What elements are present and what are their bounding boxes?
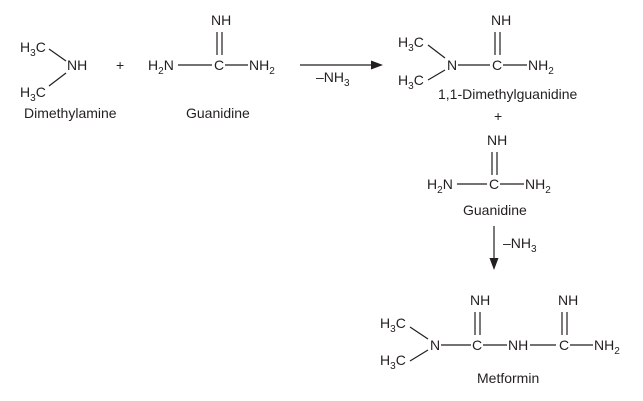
guanidine-1-imine: NH	[211, 12, 231, 28]
arrow-1-condition: –NH3	[316, 69, 350, 89]
dimethylamine-bond-bottom	[48, 72, 67, 87]
guanidine-2-imine: NH	[487, 132, 507, 148]
dimethylamine-name: Dimethylamine	[24, 105, 117, 121]
arrow-2-condition: –NH3	[503, 235, 537, 255]
guanidine-2-carbon: C	[489, 176, 499, 192]
guanidine-2-name: Guanidine	[463, 202, 527, 218]
dimethylamine-structure: H3C NH H3C Dimethylamine	[20, 39, 117, 121]
metformin-carbon-1: C	[472, 337, 482, 353]
metformin-amine-right: NH2	[594, 337, 620, 357]
dimethylamine-bond-top	[48, 48, 67, 62]
guanidine-2-structure: NH H2N C NH2 Guanidine	[427, 132, 551, 218]
plus-sign-1: +	[116, 57, 124, 73]
dimethylamine-methyl-bottom: H3C	[20, 84, 46, 104]
plus-sign-2: +	[494, 108, 502, 124]
guanidine-1-structure: NH H2N C NH2 Guanidine	[148, 12, 275, 121]
metformin-bond-methyl-top	[409, 326, 429, 340]
dimethylamine-methyl-top: H3C	[20, 39, 46, 59]
guanidine-1-carbon: C	[214, 57, 224, 73]
dimethylguanidine-bond-methyl-top	[427, 44, 446, 59]
dimethylguanidine-imine: NH	[491, 12, 511, 28]
guanidine-1-amine-right: NH2	[249, 57, 275, 77]
guanidine-2-amine-right: NH2	[525, 176, 551, 196]
guanidine-1-amine-left: H2N	[148, 57, 174, 77]
dimethylguanidine-methyl-top: H3C	[398, 34, 424, 54]
arrow-1-head	[371, 60, 383, 70]
metformin-methyl-bottom: H3C	[380, 352, 406, 372]
metformin-imine-1: NH	[470, 292, 490, 308]
arrow-2-head	[489, 258, 499, 270]
guanidine-2-amine-left: H2N	[427, 176, 453, 196]
metformin-bond-methyl-bottom	[409, 349, 429, 362]
metformin-name: Metformin	[477, 370, 539, 386]
metformin-imine-2: NH	[558, 292, 578, 308]
dimethylguanidine-structure: H3C N H3C NH C NH2 1,1-Dimethylguanidine	[398, 12, 578, 102]
metformin-nh-bridge: NH	[508, 337, 528, 353]
metformin-structure: H3C N H3C NH C NH NH C NH2 Metformin	[380, 292, 620, 386]
reaction-arrow-1: –NH3	[300, 60, 383, 89]
metformin-carbon-2: C	[559, 337, 569, 353]
guanidine-1-name: Guanidine	[186, 105, 250, 121]
dimethylguanidine-methyl-bottom: H3C	[398, 72, 424, 92]
dimethylguanidine-carbon: C	[492, 57, 502, 73]
metformin-n: N	[430, 337, 440, 353]
dimethylguanidine-name: 1,1-Dimethylguanidine	[438, 86, 578, 102]
dimethylguanidine-amine-right: NH2	[528, 57, 554, 77]
metformin-methyl-top: H3C	[380, 315, 406, 335]
dimethylguanidine-n: N	[447, 57, 457, 73]
reaction-arrow-2: –NH3	[489, 226, 537, 270]
dimethylamine-nh: NH	[67, 57, 87, 73]
dimethylguanidine-bond-methyl-bottom	[427, 69, 446, 81]
